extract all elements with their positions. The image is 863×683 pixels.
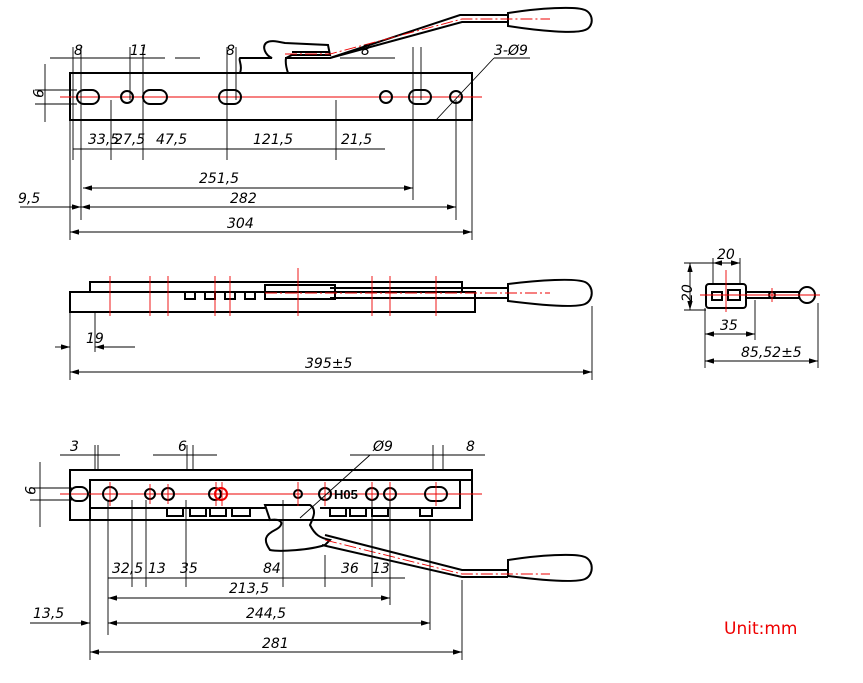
dim-11: 11 (130, 43, 148, 59)
dim-20: 20 (717, 247, 735, 263)
grip (507, 278, 593, 307)
dim-32-5: 32,5 (112, 561, 143, 577)
dim-dia-9: Ø9 (372, 439, 393, 455)
grip (507, 553, 593, 582)
dim-244-5: 244,5 (246, 606, 286, 622)
rail-plate (69, 72, 473, 121)
dim-213-5: 213,5 (229, 581, 269, 597)
dim-13: 13 (372, 561, 390, 577)
dim-13: 13 (148, 561, 166, 577)
dim-8: 8 (466, 439, 475, 455)
rail-body (69, 291, 476, 313)
dim-251-5: 251,5 (199, 171, 239, 187)
dim-8: 8 (361, 43, 370, 59)
dim-85-52: 85,52±5 (741, 345, 802, 361)
bottom-view: H05 9 3 6 Ø9 8 32,5 13 35 84 36 13 213,5… (21, 439, 593, 660)
dim-27-5: 27,5 (114, 132, 145, 148)
front-view: 19 395±5 (55, 268, 593, 380)
dim-121-5: 121,5 (253, 132, 293, 148)
dim-33-5: 33,5 (88, 132, 119, 148)
dim-47-5: 47,5 (156, 132, 187, 148)
dim-8: 8 (226, 43, 235, 59)
dim-19: 19 (86, 331, 104, 347)
dim-21-5: 21,5 (341, 132, 372, 148)
dim-3: 3 (70, 439, 79, 455)
dim-282: 282 (230, 191, 257, 207)
dim-holes: 3-Ø9 (494, 43, 528, 59)
dim-84: 84 (263, 561, 281, 577)
dim-36: 36 (341, 561, 359, 577)
dim-35: 35 (180, 561, 198, 577)
dim-9: 9 (21, 486, 37, 495)
dim-9-5: 9,5 (18, 191, 40, 207)
lever-block (263, 504, 333, 552)
part-marking: H05 (334, 487, 358, 502)
dim-9: 9 (29, 89, 45, 98)
dim-281: 281 (262, 636, 289, 652)
dim-304: 304 (227, 216, 254, 232)
dimensions: 9 8 11 8 8 3-Ø9 33,5 27,5 47,5 121,5 21,… (18, 43, 530, 240)
rail-plate (69, 469, 473, 521)
lever-handle (238, 6, 593, 74)
unit-label: Unit:mm (724, 619, 798, 639)
dim-6: 6 (178, 439, 187, 455)
dim-20: 20 (680, 284, 696, 302)
side-view: 20 20 35 85,52±5 (680, 247, 820, 368)
dim-13-5: 13,5 (33, 606, 64, 622)
dim-8: 8 (74, 43, 83, 59)
dim-395: 395±5 (305, 356, 352, 372)
top-view: 9 8 11 8 8 3-Ø9 33,5 27,5 47,5 121,5 21,… (18, 6, 593, 240)
dim-35: 35 (720, 318, 738, 334)
